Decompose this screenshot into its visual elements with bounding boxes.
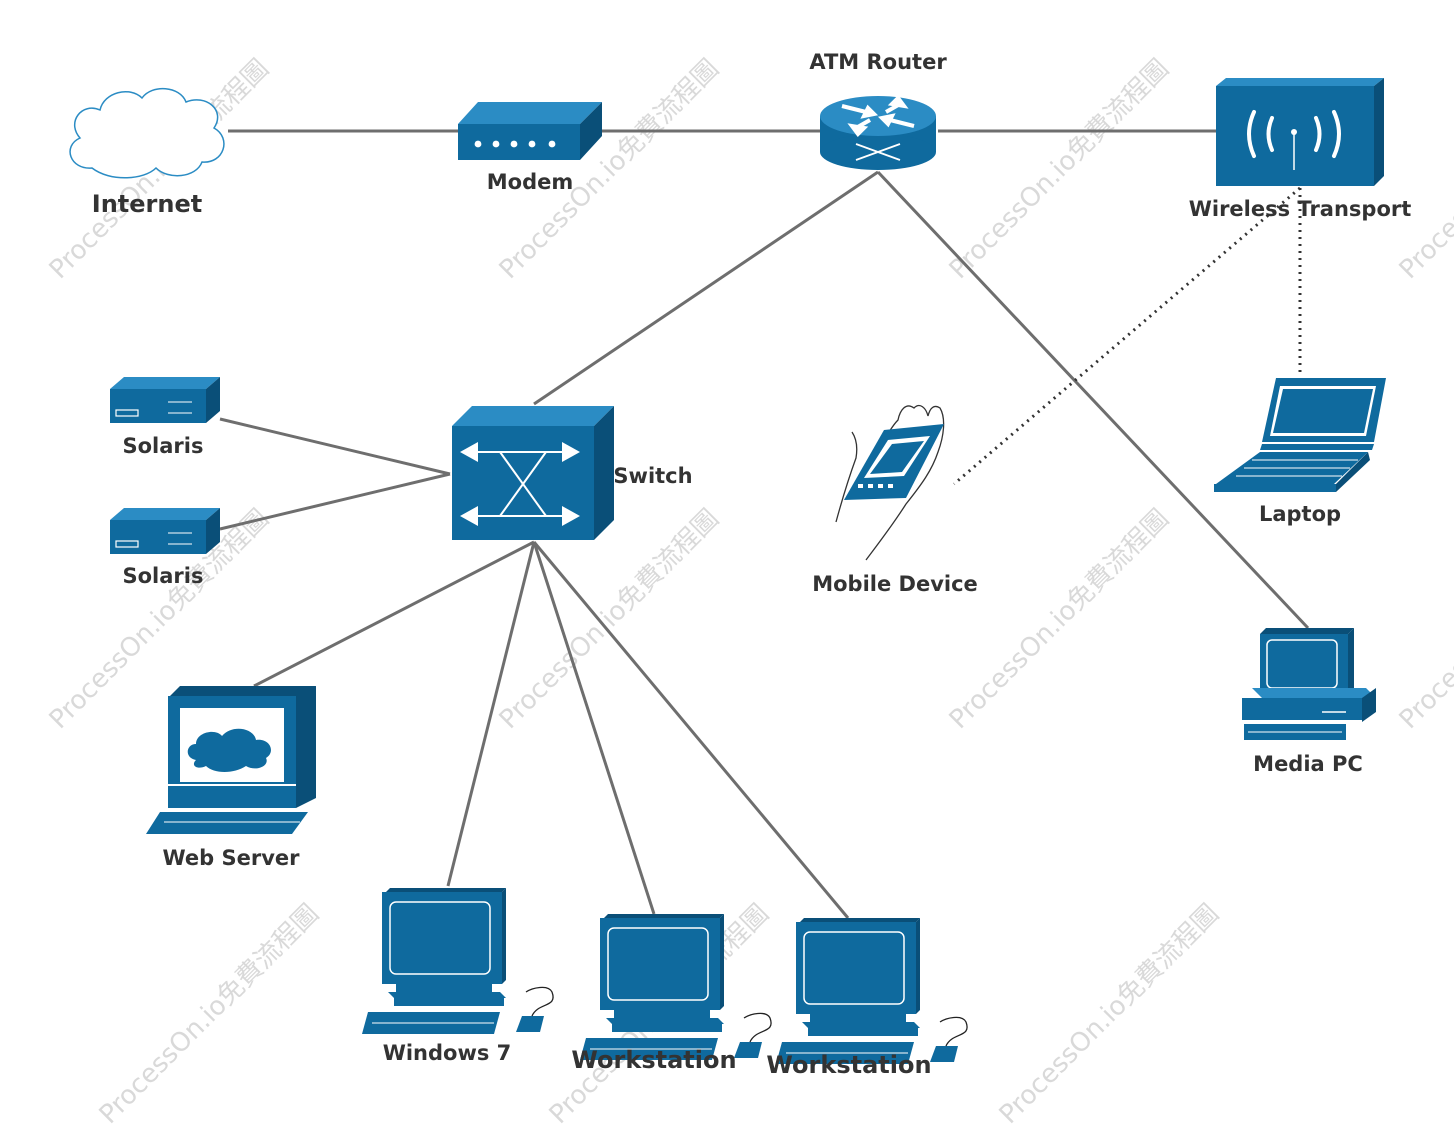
media-pc-icon (1242, 628, 1376, 740)
wireless-access-point-icon (1216, 78, 1384, 186)
label-windows-7: Windows 7 (382, 1041, 512, 1065)
label-atm-router: ATM Router (809, 50, 947, 74)
label-switch: Switch (613, 464, 693, 488)
workstation-2-icon (775, 917, 968, 1065)
label-solaris-2: Solaris (122, 564, 204, 588)
mobile-device-icon (835, 404, 945, 561)
solaris-server-1-icon (109, 376, 221, 424)
label-web-server: Web Server (162, 846, 300, 870)
solaris-server-2-icon (109, 507, 221, 555)
link-switch-solaris-1 (219, 417, 451, 476)
label-workstation-2: Workstation (766, 1051, 932, 1079)
label-solaris-1: Solaris (122, 434, 204, 458)
windows-7-workstation-icon (361, 887, 554, 1035)
watermark-text: ProcessOn.io免費流程圖 (994, 899, 1225, 1125)
link-switch-web-server (253, 540, 535, 688)
label-modem: Modem (486, 170, 574, 194)
label-wireless-transport: Wireless Transport (1188, 197, 1412, 221)
link-router-switch (533, 170, 879, 406)
label-media-pc: Media PC (1253, 752, 1363, 776)
label-internet: Internet (91, 190, 203, 218)
link-wireless-mobile (953, 186, 1301, 486)
label-workstation-1: Workstation (571, 1046, 737, 1074)
web-server-icon (146, 686, 316, 834)
cloud-icon (69, 88, 225, 179)
link-switch-workstation-1 (532, 541, 656, 915)
watermark-text: ProcessOn.io免費流程圖 (1394, 54, 1454, 285)
switch-icon (452, 406, 614, 540)
watermark-text: ProcessOn.io免費流程圖 (1394, 504, 1454, 735)
watermark-text: ProcessOn.io免費流程圖 (944, 504, 1175, 735)
modem-icon (458, 102, 602, 160)
links (219, 129, 1310, 919)
label-laptop: Laptop (1258, 502, 1342, 526)
watermark-text: ProcessOn.io免費流程圖 (944, 54, 1175, 285)
link-switch-solaris-2 (219, 472, 451, 531)
label-mobile-device: Mobile Device (812, 572, 978, 596)
link-switch-windows-7 (446, 541, 536, 887)
router-icon (820, 94, 936, 170)
wireless-links (953, 186, 1302, 486)
link-switch-workstation-2 (532, 541, 850, 919)
laptop-icon (1214, 378, 1386, 492)
watermark-text: ProcessOn.io免費流程圖 (94, 899, 325, 1125)
link-router-media-pc (876, 170, 1310, 630)
